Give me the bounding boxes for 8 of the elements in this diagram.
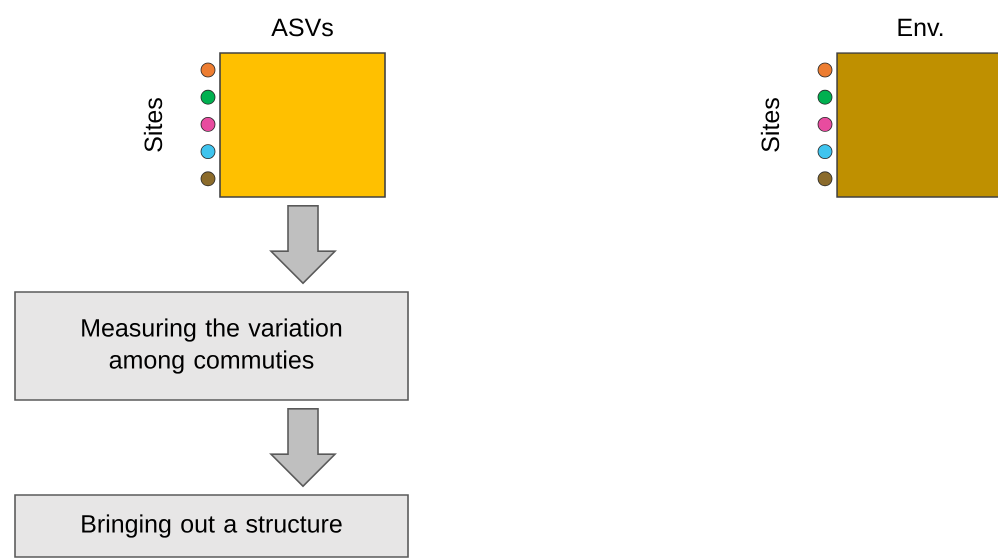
row-label: Sites [760,98,780,152]
column-heading: Env. [898,18,942,36]
process-box: Measuring the variation among commuties [14,291,409,401]
block-arrow [269,205,337,284]
column-heading: ASVs [271,18,333,36]
process-box: Bringing out a structure [14,494,409,558]
block-arrow [269,408,337,488]
row-label: Sites [144,98,162,152]
